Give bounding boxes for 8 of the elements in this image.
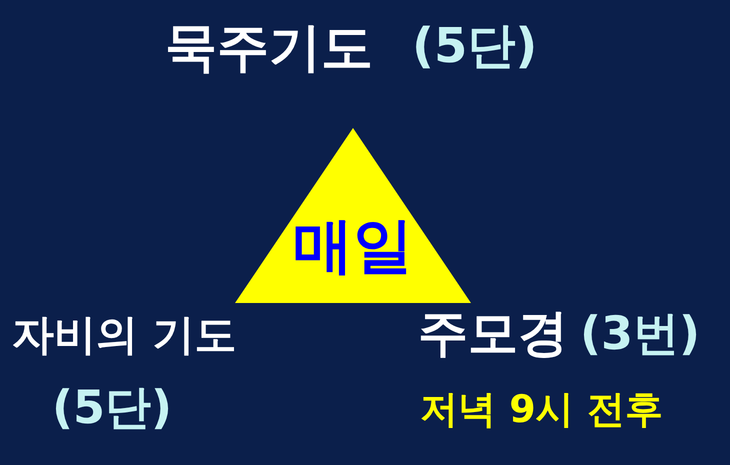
- count-note: (5단): [52, 384, 172, 430]
- heading-text: 묵주기도: [165, 22, 373, 74]
- prayer-name: 주모경: [418, 308, 568, 358]
- center-label: 매일: [293, 210, 413, 280]
- prayer-name: 자비의 기도: [12, 314, 237, 356]
- count-note: (5단): [412, 22, 538, 70]
- count-note: (3번): [580, 310, 700, 356]
- time-note: 저녁 9시 전후: [420, 390, 663, 428]
